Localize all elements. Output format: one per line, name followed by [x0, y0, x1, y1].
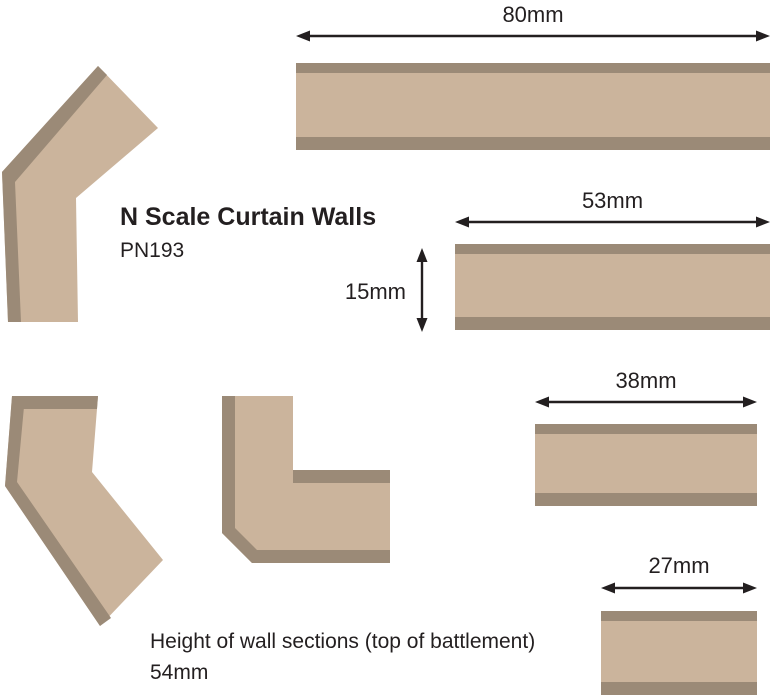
- wall-section-80mm: [296, 63, 770, 150]
- arrowhead-left-icon: [455, 216, 469, 228]
- battlement-strip: [296, 63, 770, 73]
- arrowhead-right-icon: [756, 216, 770, 228]
- corner-wall-piece: [222, 396, 390, 563]
- dimension-arrow-38mm: [535, 396, 757, 408]
- dimension-arrow-80mm: [296, 30, 770, 42]
- dimension-arrow-15mm: [416, 248, 428, 332]
- battlement-edge: [5, 396, 111, 626]
- angled-wall-piece-upper: [2, 66, 158, 322]
- dimension-label-38mm: 38mm: [615, 368, 677, 393]
- arrowhead-right-icon: [756, 30, 770, 42]
- footer-note-line1: Height of wall sections (top of battleme…: [150, 630, 536, 653]
- battlement-inner-edge: [293, 470, 390, 483]
- arrowhead-left-icon: [296, 30, 310, 42]
- base-strip: [296, 137, 770, 150]
- base-strip: [455, 317, 770, 330]
- end-cap-strip: [12, 396, 98, 409]
- arrowhead-left-icon: [535, 396, 549, 408]
- base-strip: [535, 493, 757, 506]
- battlement-edge: [2, 66, 107, 322]
- dimension-label-80mm: 80mm: [502, 2, 564, 27]
- dimension-label-27mm: 27mm: [648, 553, 710, 578]
- arrowhead-down-icon: [416, 318, 428, 332]
- product-title: N Scale Curtain Walls: [120, 203, 377, 231]
- battlement-strip: [455, 244, 770, 254]
- dimension-label-53mm: 53mm: [581, 188, 644, 213]
- product-code: PN193: [120, 239, 185, 262]
- wall-face: [5, 396, 163, 626]
- arrowhead-right-icon: [743, 396, 757, 408]
- base-strip: [601, 682, 757, 695]
- arrowhead-right-icon: [743, 582, 757, 594]
- dimension-label-15mm: 15mm: [344, 279, 406, 304]
- battlement-strip: [535, 424, 757, 434]
- dimension-arrow-27mm: [601, 582, 757, 594]
- arrowhead-up-icon: [416, 248, 428, 262]
- wall-section-53mm: [455, 244, 770, 330]
- dimension-arrow-53mm: [455, 216, 770, 228]
- wall-section-38mm: [535, 424, 757, 506]
- angled-wall-piece-lower: [5, 396, 163, 626]
- battlement-outer-edge: [222, 396, 390, 563]
- arrowhead-left-icon: [601, 582, 615, 594]
- wall-section-27mm: [601, 611, 757, 695]
- battlement-strip: [601, 611, 757, 621]
- footer-note-line2: 54mm: [150, 661, 209, 684]
